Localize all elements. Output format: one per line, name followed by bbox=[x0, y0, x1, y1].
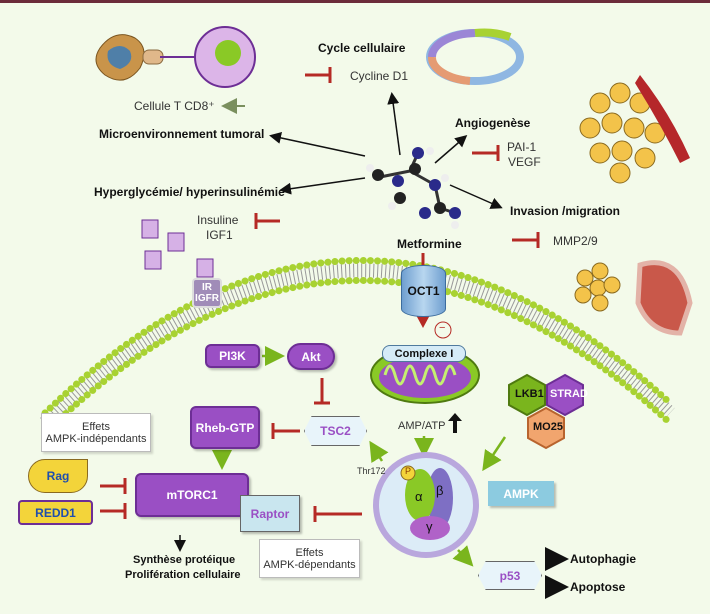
invasion-illustration bbox=[574, 260, 693, 336]
minus-sign: − bbox=[439, 322, 446, 334]
akt-node: Akt bbox=[287, 343, 335, 370]
pai1-label: PAI-1 bbox=[507, 140, 537, 154]
tcell-label: Cellule T CD8⁺ bbox=[134, 99, 215, 113]
mmp-label: MMP2/9 bbox=[553, 234, 598, 248]
phospho-label: P bbox=[405, 466, 412, 476]
amp-atp-label: AMP/ATP bbox=[398, 420, 446, 432]
cell-cycle-diagram bbox=[426, 28, 524, 85]
tcell-illustration bbox=[95, 26, 256, 88]
insulin-molecules bbox=[141, 219, 214, 278]
igf1-label: IGF1 bbox=[206, 228, 233, 242]
rag-node: Rag bbox=[28, 459, 88, 493]
lkb1-label: LKB1 bbox=[515, 388, 544, 400]
vegf-label: VEGF bbox=[508, 155, 541, 169]
tsc2-node: TSC2 bbox=[304, 416, 367, 446]
metformin-label: Metformine bbox=[397, 237, 462, 251]
tumor-angiogenesis-illustration bbox=[579, 75, 690, 184]
ampk-complex bbox=[373, 452, 479, 558]
angiogenesis-label: Angiogenèse bbox=[455, 116, 531, 130]
alpha-subunit-label: α bbox=[415, 489, 423, 504]
beta-subunit-label: β bbox=[436, 483, 444, 498]
cyclin-d1-label: Cycline D1 bbox=[350, 69, 409, 83]
metformin-molecule bbox=[366, 147, 461, 229]
protein-synthesis-label: Synthèse protéique bbox=[133, 554, 236, 566]
apoptosis-label: Apoptose bbox=[570, 580, 626, 594]
gamma-subunit-label: γ bbox=[426, 519, 433, 534]
rheb-gtp-node: Rheb-GTP bbox=[190, 406, 260, 449]
thr172-label: Thr172 bbox=[357, 466, 386, 476]
redd1-node: REDD1 bbox=[18, 500, 93, 525]
ampk-dependent-label: AMPK-dépendants bbox=[263, 558, 356, 571]
ir-label: IR bbox=[202, 282, 212, 293]
mo25-label: MO25 bbox=[533, 421, 563, 433]
cell-cycle-label: Cycle cellulaire bbox=[318, 41, 406, 55]
down-arrow-icon bbox=[416, 315, 430, 328]
metformin-effect-arrows bbox=[174, 92, 569, 599]
pi3k-node: PI3K bbox=[205, 344, 260, 368]
mtorc1-node: mTORC1 bbox=[135, 473, 249, 517]
effects-label: Effets bbox=[295, 546, 324, 559]
insulin-label: Insuline bbox=[197, 213, 239, 227]
autophagy-label: Autophagie bbox=[570, 552, 636, 566]
invasion-label: Invasion /migration bbox=[510, 204, 621, 218]
complex-i-label: Complexe I bbox=[382, 345, 466, 362]
igfr-label: IGFR bbox=[195, 293, 219, 304]
lkb1-complex bbox=[508, 373, 584, 450]
raptor-node: Raptor bbox=[240, 495, 300, 532]
oct1-transporter: OCT1 bbox=[401, 265, 446, 317]
effects-label: Effets bbox=[82, 420, 110, 433]
proliferation-label: Prolifération cellulaire bbox=[125, 569, 241, 581]
p53-node: p53 bbox=[478, 561, 542, 590]
inhibition-circle-icon bbox=[434, 321, 452, 339]
activation-arrows bbox=[212, 346, 507, 567]
ampk-independent-label: AMPK-indépendants bbox=[45, 432, 147, 445]
microenvironment-label: Microenvironnement tumoral bbox=[99, 127, 265, 141]
ampk-label-box: AMPK bbox=[488, 481, 554, 506]
strad-label: STRAD bbox=[550, 388, 588, 400]
increase-arrow-icon bbox=[448, 413, 462, 433]
cell-membrane bbox=[40, 257, 675, 437]
hyperglycemia-label: Hyperglycémie/ hyperinsulinémie bbox=[94, 185, 285, 199]
diagram-graphics bbox=[40, 26, 693, 599]
